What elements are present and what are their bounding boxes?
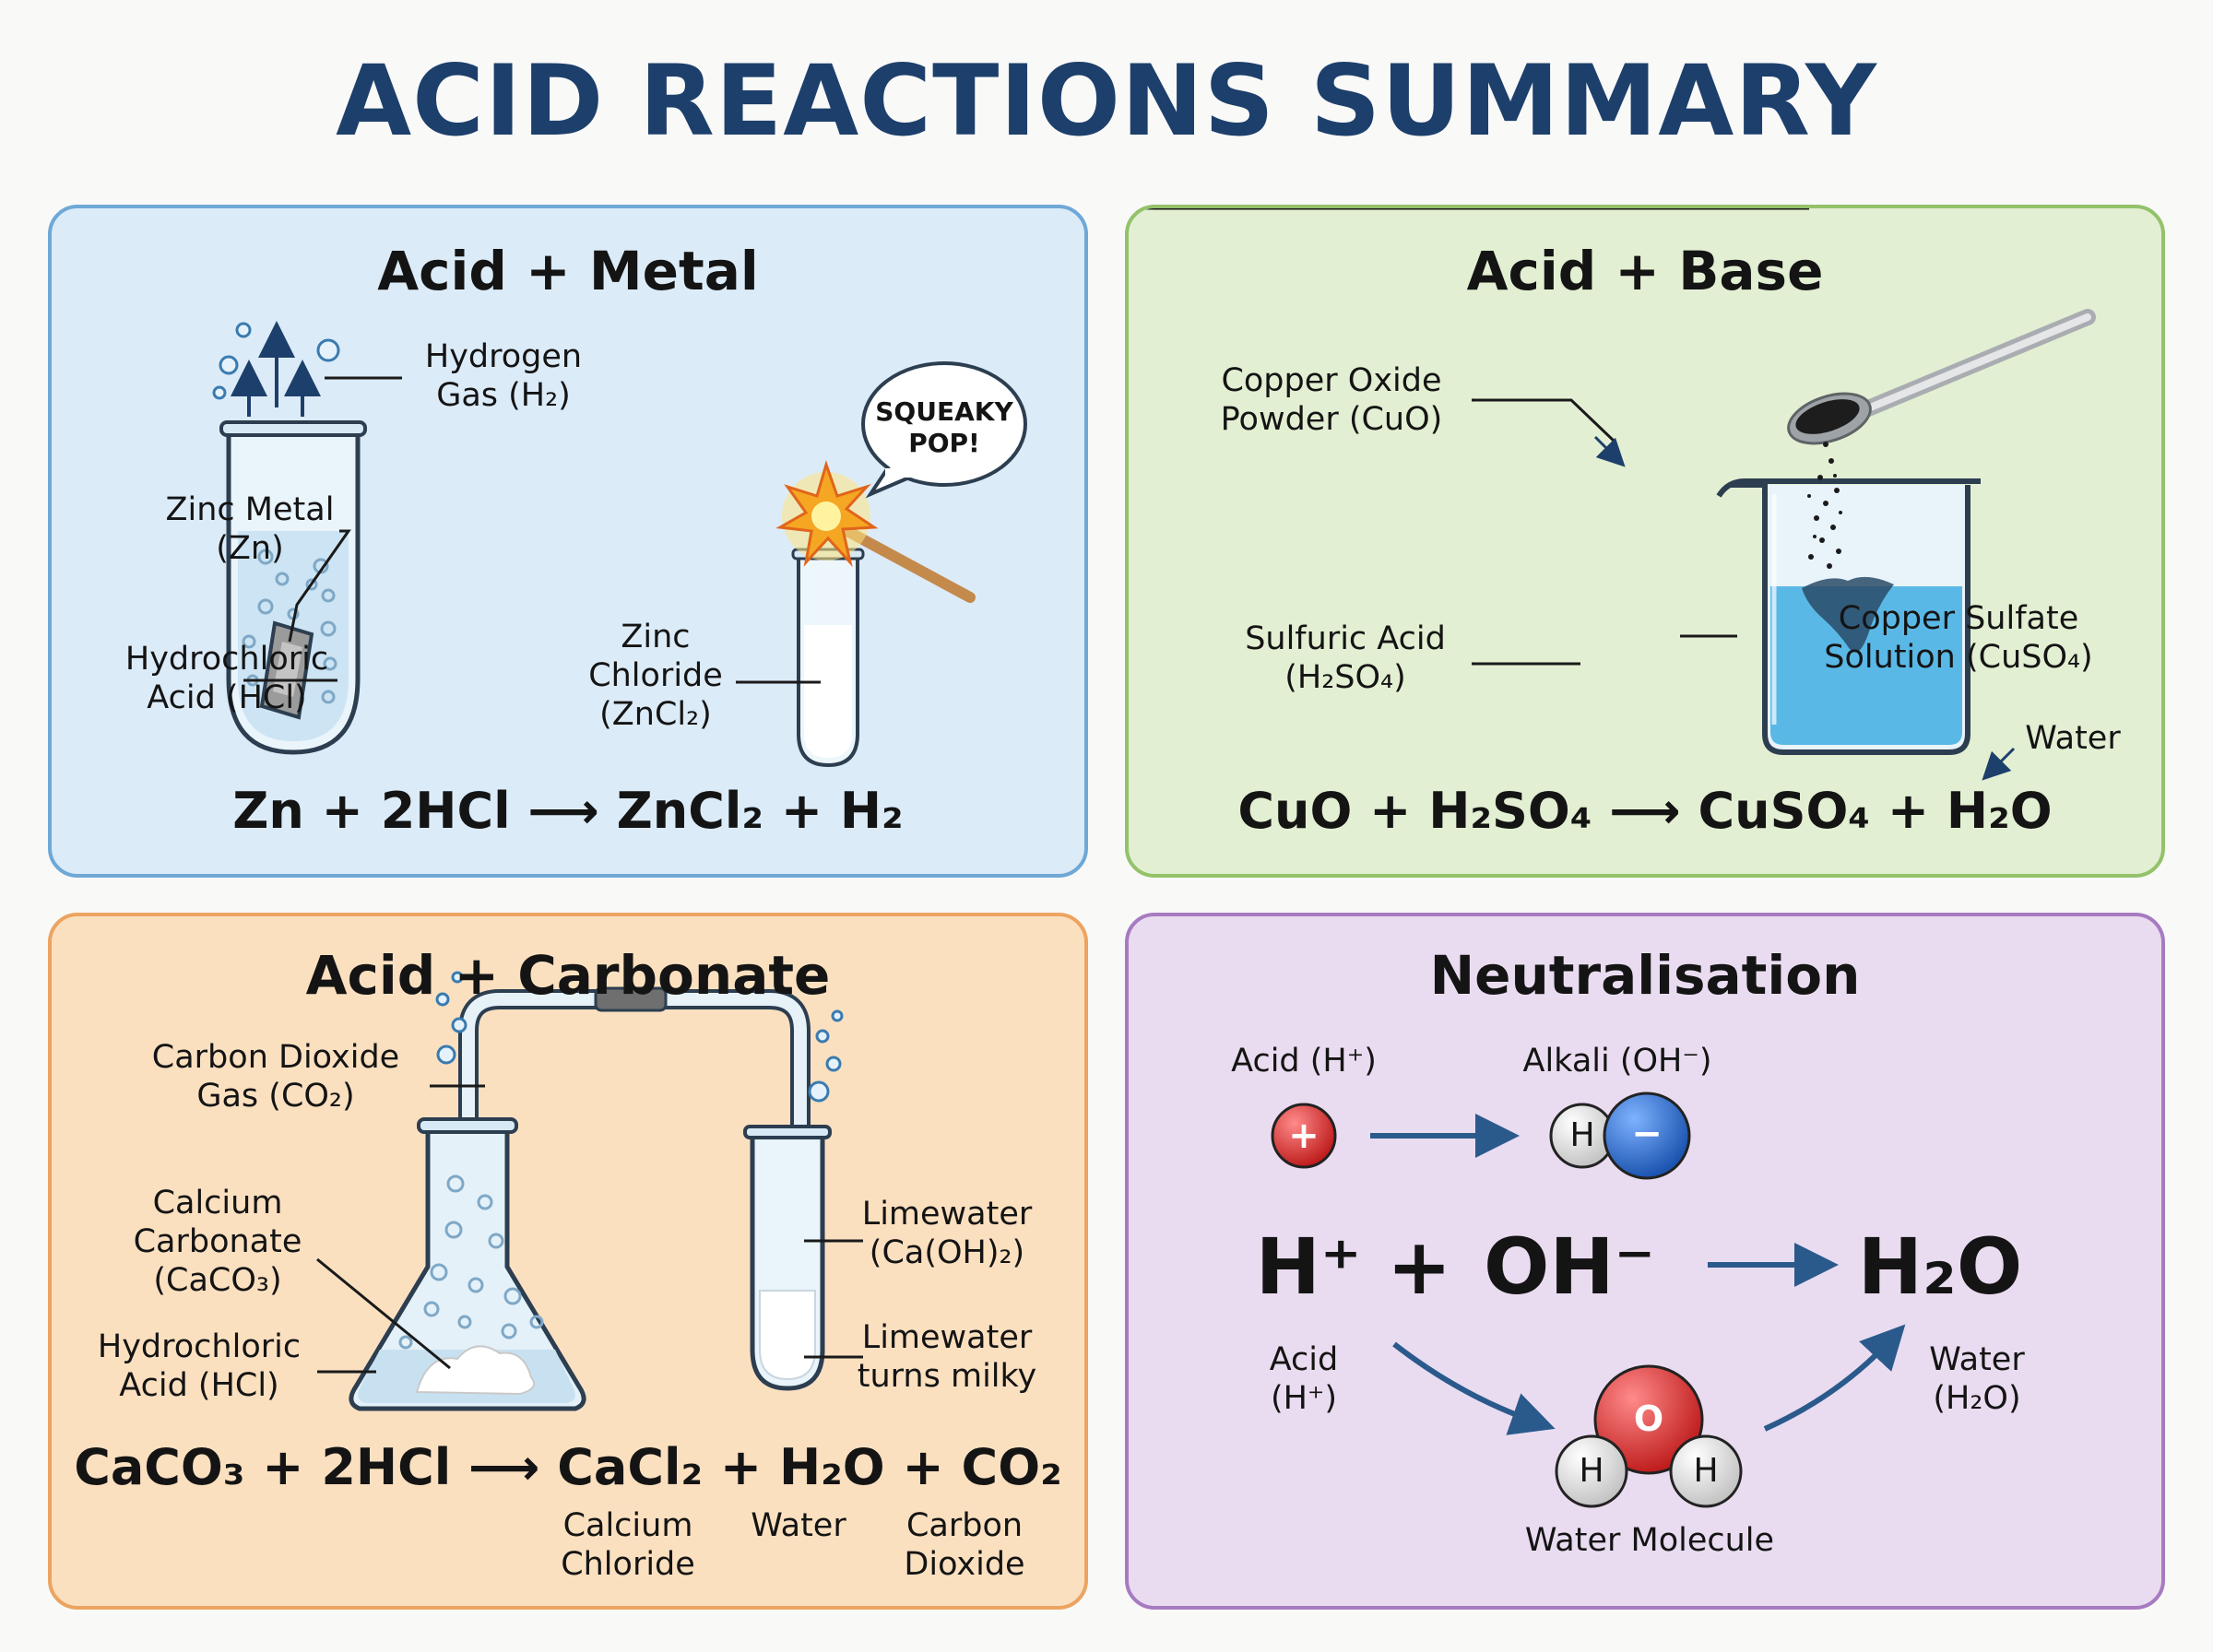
page-title: ACID REACTIONS SUMMARY <box>336 44 1877 158</box>
product-water: Water <box>751 1507 846 1544</box>
limewater-tube-icon <box>743 1125 832 1391</box>
spoon-icon <box>1787 309 2096 445</box>
neutralisation-illustration <box>1271 1092 1906 1508</box>
label-alkali-ion: Alkali (OH⁻) <box>1522 1043 1712 1080</box>
acid-base-heading: Acid + Base <box>1466 240 1824 302</box>
curved-arrow-icon <box>1763 1324 1906 1432</box>
copper-oxide-powder-icon <box>1802 442 1894 653</box>
equation-oh-ion: OH⁻ <box>1483 1221 1656 1312</box>
label-sulfuric-acid: Sulfuric Acid (H₂SO₄) <box>1245 620 1446 696</box>
acid-carbonate-heading: Acid + Carbonate <box>305 944 831 1007</box>
hydroxide-ion-icon <box>1549 1092 1691 1180</box>
bubble-text: SQUEAKY POP! <box>875 396 1013 458</box>
label-water-molecule: Water Molecule <box>1524 1522 1775 1559</box>
label-copper-oxide: Copper Oxide Powder (CuO) <box>1220 362 1443 438</box>
product-carbon-dioxide: Carbon Dioxide <box>904 1507 1025 1583</box>
burning-match-icon <box>775 460 976 603</box>
label-zinc-chloride: Zinc Chloride (ZnCl₂) <box>588 619 723 733</box>
minus-charge: − <box>1631 1113 1663 1155</box>
o-atom-label: O <box>1633 1398 1664 1439</box>
conical-flask-icon <box>349 1117 586 1411</box>
label-hydrochloric-acid: Hydrochloric Acid (HCl) <box>124 641 329 716</box>
label-water: Water (H₂O) <box>1929 1341 2025 1417</box>
equation-h-ion: H⁺ <box>1255 1221 1362 1312</box>
h-atom-label: H <box>1569 1116 1595 1154</box>
label-acid: Acid (H⁺) <box>1269 1341 1339 1417</box>
acid-metal-panel: Acid + Metal Hydrogen Gas (H₂) Zinc Meta… <box>48 205 1088 878</box>
acid-metal-heading: Acid + Metal <box>377 240 759 302</box>
acid-carbonate-panel: Acid + Carbonate Carbon Dioxide Gas (CO₂… <box>48 913 1088 1610</box>
acid-base-panel: Acid + Base Copper Oxide Powder (CuO) Su… <box>1125 205 2165 878</box>
curved-arrow-icon <box>1392 1341 1556 1435</box>
label-limewater-milky: Limewater turns milky <box>857 1319 1037 1395</box>
label-hydrogen-gas: Hydrogen Gas (H₂) <box>424 338 583 414</box>
label-copper-sulfate: Copper Sulfate Solution (CuSO₄) <box>1824 600 2093 676</box>
label-carbon-dioxide-gas: Carbon Dioxide Gas (CO₂) <box>151 1039 400 1115</box>
label-acid-ion: Acid (H⁺) <box>1231 1043 1377 1080</box>
zinc-metal-icon <box>259 620 314 720</box>
acid-carbonate-illustration <box>316 971 863 1411</box>
neutralisation-heading: Neutralisation <box>1429 944 1861 1007</box>
acid-carbonate-equation: CaCO₃ + 2HCl ⟶ CaCl₂ + H₂O + CO₂ <box>74 1438 1062 1496</box>
label-hydrochloric-acid: Hydrochloric Acid (HCl) <box>97 1328 302 1404</box>
label-water: Water <box>2025 720 2121 757</box>
acid-metal-illustration <box>212 321 1027 768</box>
h-atom-label: H <box>1693 1452 1719 1490</box>
gas-arrows-icon <box>212 321 340 417</box>
acid-base-illustration <box>1129 208 2096 781</box>
plus-charge: + <box>1288 1115 1320 1157</box>
product-calcium-chloride: Calcium Chloride <box>561 1507 695 1583</box>
equation-water: H₂O <box>1857 1221 2023 1312</box>
test-tube-icon <box>791 548 865 768</box>
acid-base-equation: CuO + H₂SO₄ ⟶ CuSO₄ + H₂O <box>1237 782 2053 840</box>
hydrogen-ion-icon <box>1271 1103 1337 1169</box>
bubbles-icon <box>242 549 337 704</box>
speech-bubble-icon <box>861 361 1027 499</box>
neutralisation-panel: Neutralisation Acid (H⁺) Alkali (OH⁻) + … <box>1125 913 2165 1610</box>
h-atom-label: H <box>1579 1452 1604 1490</box>
equation-plus: + <box>1387 1221 1452 1312</box>
bubbles-icon <box>398 1174 544 1350</box>
label-zinc-metal: Zinc Metal (Zn) <box>165 491 335 567</box>
label-calcium-carbonate: Calcium Carbonate (CaCO₃) <box>133 1185 302 1299</box>
delivery-tube-icon <box>458 986 811 1193</box>
water-molecule-icon <box>1555 1364 1743 1508</box>
acid-metal-equation: Zn + 2HCl ⟶ ZnCl₂ + H₂ <box>232 782 904 840</box>
label-limewater: Limewater (Ca(OH)₂) <box>861 1196 1033 1271</box>
